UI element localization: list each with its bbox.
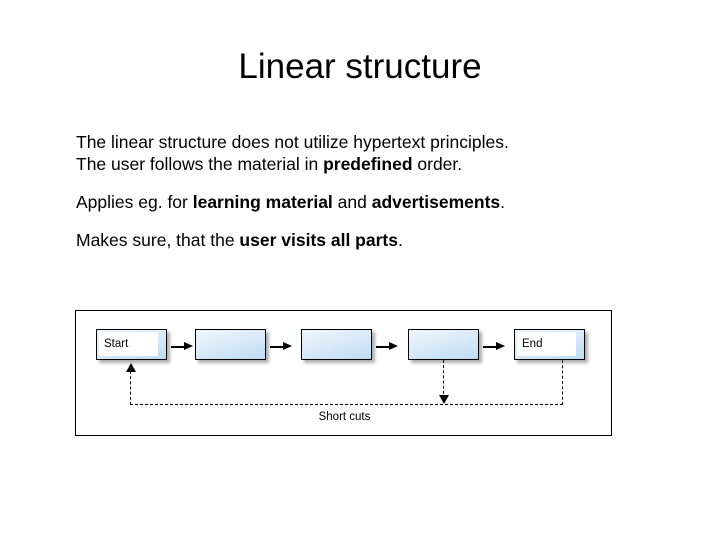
paragraph-2-emphasis-1: learning material: [192, 192, 333, 212]
arrow-shaft: [483, 345, 498, 348]
paragraph-3-prefix: Makes sure, that the: [76, 230, 240, 250]
arrow-head: [283, 342, 292, 350]
flow-node-end-label: End: [522, 338, 543, 350]
flow-node-3: [301, 329, 372, 360]
paragraph-1-line-2-prefix: The user follows the material in: [76, 154, 324, 174]
paragraph-3: Makes sure, that the user visits all par…: [76, 229, 676, 251]
shortcut-branch-from-node-4: [443, 360, 444, 399]
flow-node-end: End: [514, 329, 585, 360]
flow-node-start-plate: Start: [99, 332, 158, 356]
shortcut-bus-horizontal: [130, 404, 563, 405]
paragraph-2: Applies eg. for learning material and ad…: [76, 191, 676, 213]
arrow-right-icon-1: [171, 342, 193, 351]
arrow-shaft: [270, 345, 285, 348]
arrow-shaft: [171, 345, 186, 348]
paragraph-3-emphasis: user visits all parts: [239, 230, 398, 250]
flow-node-4: [408, 329, 479, 360]
slide-body: The linear structure does not utilize hy…: [76, 131, 676, 251]
paragraph-1-line-2-suffix: order.: [412, 154, 463, 174]
paragraph-1: The linear structure does not utilize hy…: [76, 131, 676, 175]
linear-structure-diagram: Start End Short cuts: [75, 310, 612, 436]
shortcut-branch-to-start: [130, 371, 131, 405]
flow-node-start-label: Start: [104, 338, 129, 350]
paragraph-2-emphasis-2: advertisements: [371, 192, 501, 212]
arrow-right-icon-4: [483, 342, 505, 351]
paragraph-1-line-1: The linear structure does not utilize hy…: [76, 132, 509, 152]
arrow-head: [496, 342, 505, 350]
paragraph-2-suffix: .: [500, 192, 506, 212]
paragraph-2-prefix: Applies eg. for: [76, 192, 193, 212]
arrow-head: [389, 342, 398, 350]
paragraph-2-middle: and: [332, 192, 372, 212]
slide-title: Linear structure: [238, 47, 482, 86]
arrow-down-icon-from-node-4: [438, 395, 449, 404]
paragraph-1-emphasis: predefined: [323, 154, 413, 174]
arrow-right-icon-3: [376, 342, 398, 351]
arrow-head: [184, 342, 193, 350]
flow-node-end-plate: End: [517, 332, 576, 356]
paragraph-3-suffix: .: [397, 230, 403, 250]
flow-node-start: Start: [96, 329, 167, 360]
arrow-right-icon-2: [270, 342, 292, 351]
shortcuts-caption: Short cuts: [318, 411, 371, 423]
arrow-shaft: [376, 345, 391, 348]
flow-node-2: [195, 329, 266, 360]
shortcut-branch-from-end: [562, 360, 563, 405]
arrow-up-icon-to-start: [125, 363, 136, 372]
